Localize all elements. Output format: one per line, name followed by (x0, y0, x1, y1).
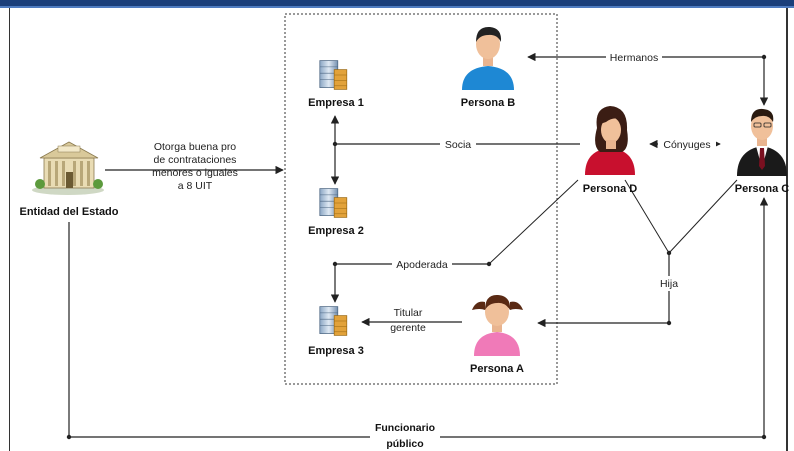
label-otorga-3: menores o iguales (152, 167, 238, 179)
label-gerente: gerente (390, 322, 426, 334)
top-border-accent (0, 6, 794, 8)
node-empresa3-label: Empresa 3 (308, 345, 364, 357)
junction-hija-2 (666, 320, 672, 326)
empresa3-server-icon (319, 306, 348, 336)
junction-funcionario-1 (66, 434, 72, 440)
edge-hija-from-d (624, 179, 670, 254)
persona-b-icon (462, 26, 514, 90)
top-border (0, 0, 794, 6)
empresa1-server-icon (319, 60, 348, 90)
label-otorga-4: a 8 UIT (178, 180, 213, 192)
persona-c-icon (737, 108, 787, 176)
junction-funcionario-2 (761, 434, 767, 440)
persona-d-icon (585, 106, 635, 175)
government-building-icon (32, 141, 104, 195)
persona-a-icon (472, 294, 523, 356)
junction-apoderada-2 (332, 261, 338, 267)
node-entidad-label: Entidad del Estado (19, 206, 118, 218)
label-hija: Hija (660, 278, 678, 290)
node-persona-a-label: Persona A (470, 363, 524, 375)
label-socia: Socia (445, 139, 471, 151)
node-empresa1-label: Empresa 1 (308, 97, 364, 109)
label-apoderada: Apoderada (396, 259, 448, 271)
companies-group-box (284, 13, 558, 385)
left-border (9, 8, 10, 451)
node-empresa2-label: Empresa 2 (308, 225, 364, 237)
label-titular: Titular (394, 307, 423, 319)
edge-hija-from-c (668, 179, 738, 254)
label-conyuges: Cónyuges (663, 139, 710, 151)
node-persona-d-label: Persona D (583, 183, 637, 195)
junction-apoderada-1 (486, 261, 492, 267)
node-persona-c-label: Persona C (735, 183, 789, 195)
label-funcionario-2: público (386, 438, 423, 450)
right-border (786, 8, 788, 451)
junction-hermanos (761, 54, 767, 60)
edge-apoderada-diag (488, 179, 579, 265)
junction-socia (332, 141, 338, 147)
label-otorga-2: de contrataciones (154, 154, 237, 166)
empresa2-server-icon (319, 188, 348, 218)
junction-hija-1 (666, 250, 672, 256)
node-persona-b-label: Persona B (461, 97, 515, 109)
label-hermanos: Hermanos (610, 52, 658, 64)
label-otorga-1: Otorga buena pro (154, 141, 236, 153)
label-funcionario-1: Funcionario (375, 422, 435, 434)
